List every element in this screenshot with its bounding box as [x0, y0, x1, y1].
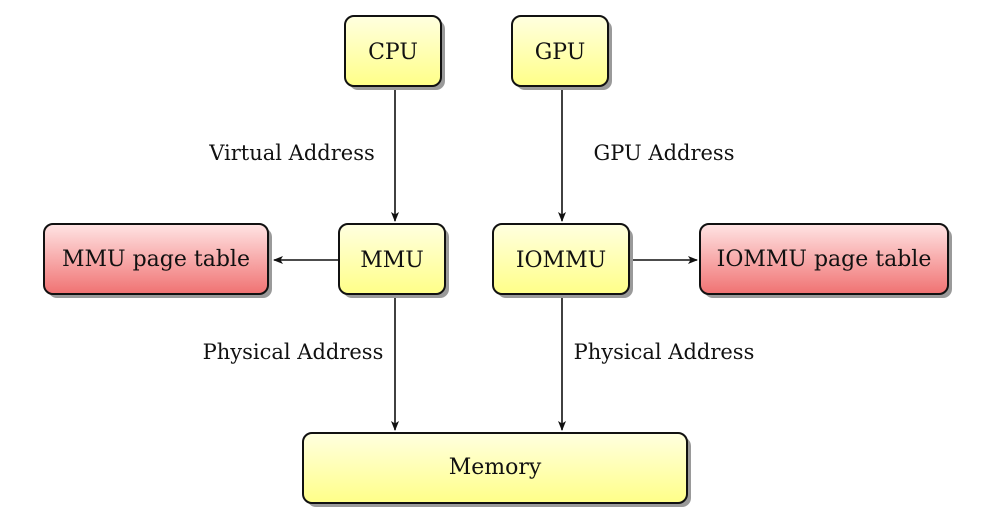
mmu-page-table-label: MMU page table [62, 247, 250, 272]
mmu-node: MMU [338, 223, 449, 298]
iommu-page-table-node: IOMMU page table [699, 223, 952, 298]
iommu-node: IOMMU [492, 223, 633, 298]
iommu-label: IOMMU [516, 248, 606, 273]
memory-node: Memory [302, 432, 691, 507]
iommu-page-table-label: IOMMU page table [717, 247, 932, 272]
mmu-label: MMU [360, 248, 424, 273]
label-virtual-address: Virtual Address [208, 141, 375, 165]
label-physical-address-mmu: Physical Address [203, 340, 384, 364]
label-physical-address-iommu: Physical Address [574, 340, 755, 364]
gpu-node: GPU [511, 15, 612, 90]
cpu-label: CPU [368, 40, 418, 65]
memory-label: Memory [449, 455, 542, 480]
cpu-node: CPU [344, 15, 445, 90]
gpu-label: GPU [535, 40, 586, 65]
label-gpu-address: GPU Address [594, 141, 735, 165]
mmu-page-table-node: MMU page table [43, 223, 272, 298]
